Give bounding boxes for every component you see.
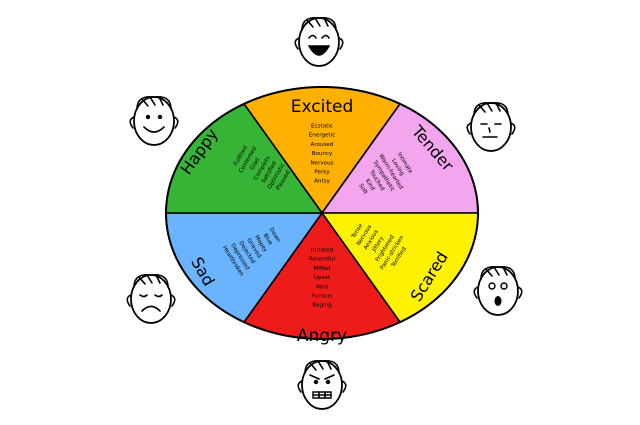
sector-angry-title: Angry bbox=[297, 326, 347, 346]
face-happy-icon bbox=[129, 95, 179, 146]
wheel-outline bbox=[165, 86, 479, 340]
sector-scared-word-list: TenseNervousAnxiousJitteryFrightenedPani… bbox=[350, 222, 408, 271]
face-sad-icon bbox=[126, 273, 176, 324]
face-excited-icon bbox=[294, 16, 344, 67]
emotion-word: Ecstatic bbox=[311, 124, 333, 130]
emotion-word: Resentful bbox=[309, 257, 336, 263]
sector-sad: SadDownBlueMopeyGrievedDejectedDepressed… bbox=[165, 212, 324, 324]
emotion-word: Antsy bbox=[314, 179, 330, 185]
emotion-word: Nervous bbox=[310, 160, 333, 166]
emotion-word: Irritated bbox=[311, 248, 334, 254]
sector-tender: TenderIntimateLovingWarm-heartedSympathe… bbox=[320, 102, 479, 214]
emotion-word: Blue bbox=[262, 233, 274, 247]
emotion-word: Soft bbox=[357, 183, 368, 196]
emotion-word: Mad bbox=[316, 284, 328, 290]
emotion-word: Furious bbox=[312, 294, 332, 300]
emotion-word: Aroused bbox=[311, 142, 334, 148]
emotion-word: Upset bbox=[314, 275, 331, 281]
sector-tender-word-list: IntimateLovingWarm-heartedSympatheticTou… bbox=[357, 152, 413, 197]
sector-excited-word-list: EcstaticEnergeticArousedBouncyNervousPer… bbox=[309, 124, 336, 185]
emotion-word: Raging bbox=[312, 303, 332, 309]
emotion-word: Energetic bbox=[309, 133, 336, 139]
emotion-word: Miffed bbox=[313, 266, 331, 272]
face-tender-icon bbox=[466, 101, 516, 152]
emotion-word: Perky bbox=[314, 170, 330, 176]
face-scared-icon bbox=[473, 265, 523, 316]
emotion-word: Glad bbox=[250, 157, 262, 172]
face-angry-icon bbox=[297, 359, 347, 410]
sector-angry-word-list: IrritatedResentfulMiffedUpsetMadFuriousR… bbox=[309, 248, 336, 309]
sector-scared: ScaredTenseNervousAnxiousJitteryFrighten… bbox=[320, 212, 479, 324]
emotion-word: Kind bbox=[364, 178, 376, 192]
emotion-word: Bouncy bbox=[312, 151, 333, 157]
sector-excited-title: Excited bbox=[291, 97, 354, 117]
